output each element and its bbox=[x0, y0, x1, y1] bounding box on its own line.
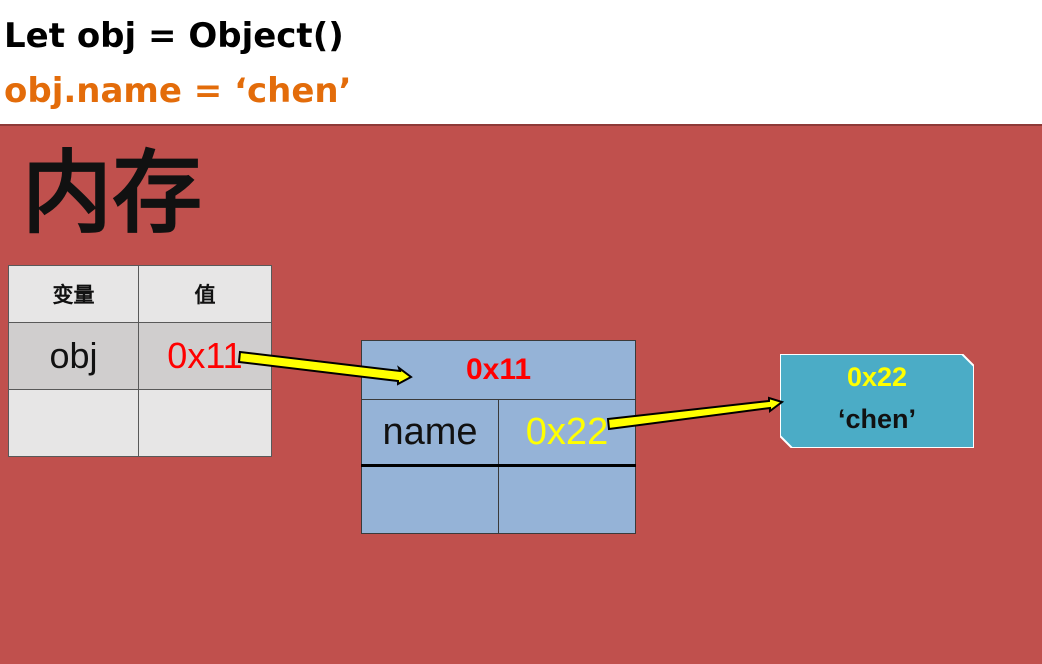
empty-cell bbox=[8, 389, 139, 457]
property-row: name 0x22 bbox=[361, 399, 636, 467]
memory-title: 内存 bbox=[22, 141, 202, 246]
header-variable: 变量 bbox=[8, 265, 139, 323]
heap-object: 0x11 name 0x22 bbox=[361, 340, 636, 534]
empty-cell bbox=[498, 465, 636, 534]
heap-object-address: 0x11 bbox=[361, 340, 636, 400]
code-line-assignment: obj.name = ‘chen’ bbox=[4, 71, 352, 111]
property-value: 0x22 bbox=[498, 399, 636, 467]
variable-table: 变量 值 obj 0x11 bbox=[8, 265, 272, 457]
header-value: 值 bbox=[138, 265, 272, 323]
string-address: 0x22 bbox=[846, 362, 908, 392]
string-value-box: 0x22 ‘chen’ bbox=[780, 354, 974, 448]
string-box-shape bbox=[780, 354, 974, 448]
variable-table-header: 变量 值 bbox=[8, 265, 272, 323]
arrow-name-to-string bbox=[606, 396, 785, 431]
table-row bbox=[8, 389, 272, 457]
empty-cell bbox=[138, 389, 272, 457]
variable-name-cell: obj bbox=[8, 322, 139, 390]
empty-cell bbox=[361, 465, 499, 534]
string-content: ‘chen’ bbox=[837, 404, 917, 434]
property-row bbox=[361, 465, 636, 534]
property-key: name bbox=[361, 399, 499, 467]
code-line-declaration: Let obj = Object() bbox=[4, 16, 344, 56]
arrow-obj-to-heap bbox=[237, 350, 413, 386]
table-row: obj 0x11 bbox=[8, 322, 272, 390]
